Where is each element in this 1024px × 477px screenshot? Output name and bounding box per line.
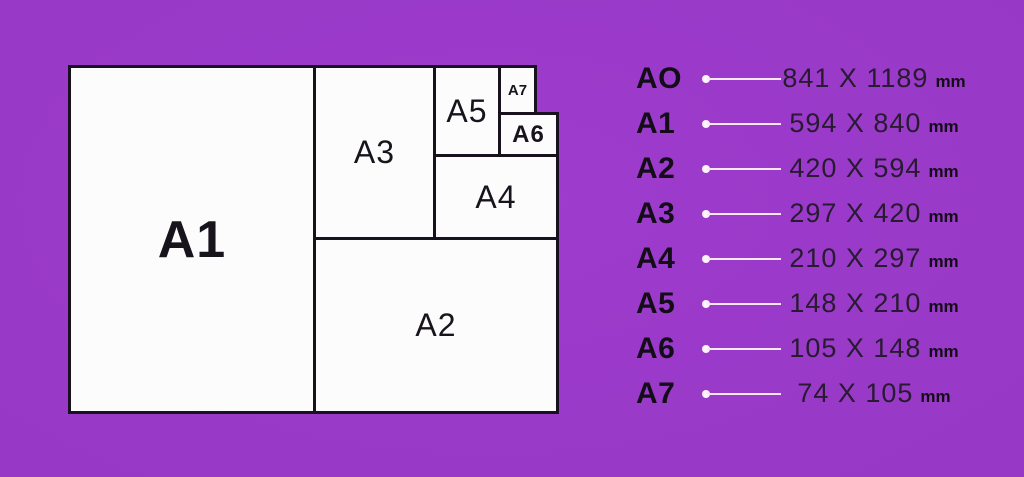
paper-box-a1: A1 [68, 65, 316, 414]
unit-text: mm [920, 387, 951, 406]
leader-rule-icon [707, 167, 781, 170]
paper-label-a2: A2 [415, 307, 457, 343]
paper-box-a4: A4 [433, 154, 559, 240]
legend-row-a3: A3 297 X 420 mm [636, 191, 966, 236]
legend-value-a1: 594 X 840 mm [782, 108, 966, 139]
leader-dot-icon [702, 389, 710, 398]
paper-label-a1: A1 [157, 210, 227, 269]
leader-dot-icon [702, 344, 710, 353]
leader-dot-icon [702, 209, 710, 218]
leader-rule-icon [707, 257, 781, 260]
leader-line-icon [702, 254, 782, 264]
leader-line-icon [702, 209, 782, 219]
dimension-text: 594 X 840 [789, 108, 922, 138]
legend-row-a7: A7 74 X 105 mm [636, 371, 966, 416]
unit-text: mm [928, 297, 959, 316]
leader-dot-icon [702, 74, 710, 83]
leader-rule-icon [707, 77, 781, 80]
leader-rule-icon [707, 122, 781, 125]
dimension-text: 105 X 148 [789, 333, 922, 363]
paper-label-a3: A3 [353, 134, 396, 170]
unit-text: mm [928, 117, 959, 136]
legend-value-a3: 297 X 420 mm [782, 198, 966, 229]
leader-dot-icon [702, 119, 710, 128]
legend-value-a2: 420 X 594 mm [782, 153, 966, 184]
leader-rule-icon [707, 392, 781, 395]
unit-text: mm [928, 252, 959, 271]
legend-value-a0: 841 X 1189 mm [782, 63, 966, 94]
dimension-text: 210 X 297 [789, 243, 922, 273]
unit-text: mm [928, 207, 959, 226]
leader-dot-icon [702, 254, 710, 263]
leader-line-icon [702, 299, 782, 309]
legend-label-a1: A1 [636, 106, 676, 140]
legend-label-a3: A3 [636, 196, 676, 230]
leader-dot-icon [702, 299, 710, 308]
leader-line-icon [702, 74, 782, 84]
legend-value-a4: 210 X 297 mm [782, 243, 966, 274]
leader-line-icon [702, 344, 782, 354]
legend-label-a7: A7 [636, 376, 676, 410]
legend-value-a7: 74 X 105 mm [782, 378, 966, 409]
legend-row-a1: A1 594 X 840 mm [636, 101, 966, 146]
unit-text: mm [928, 342, 959, 361]
paper-label-a7: A7 [507, 81, 528, 99]
dimension-text: 420 X 594 [789, 153, 922, 183]
dimension-text: 74 X 105 [797, 378, 914, 408]
legend-row-a0: AO 841 X 1189 mm [636, 56, 966, 101]
legend-row-a4: A4 210 X 297 mm [636, 236, 966, 281]
unit-text: mm [928, 162, 959, 181]
legend-label-a2: A2 [636, 151, 676, 185]
legend-label-a6: A6 [636, 331, 676, 365]
legend-label-a5: A5 [636, 286, 676, 320]
dimension-text: 841 X 1189 [782, 63, 929, 93]
size-legend: AO 841 X 1189 mm A1 594 X 840 mm A2 420 … [636, 56, 966, 416]
leader-line-icon [702, 389, 782, 399]
dimension-text: 297 X 420 [789, 198, 922, 228]
legend-row-a2: A2 420 X 594 mm [636, 146, 966, 191]
unit-text: mm [935, 72, 966, 91]
paper-box-a2: A2 [313, 237, 559, 414]
legend-value-a6: 105 X 148 mm [782, 333, 966, 364]
leader-line-icon [702, 119, 782, 129]
paper-box-a7: A7 [498, 65, 537, 115]
leader-rule-icon [707, 302, 781, 305]
leader-rule-icon [707, 347, 781, 350]
leader-dot-icon [702, 164, 710, 173]
legend-row-a5: A5 148 X 210 mm [636, 281, 966, 326]
legend-label-a4: A4 [636, 241, 676, 275]
leader-rule-icon [707, 212, 781, 215]
dimension-text: 148 X 210 [789, 288, 922, 318]
paper-box-a6: A6 [498, 112, 559, 157]
paper-label-a6: A6 [512, 120, 545, 148]
paper-box-a5: A5 [433, 65, 501, 157]
paper-label-a4: A4 [475, 178, 517, 215]
leader-line-icon [702, 164, 782, 174]
paper-box-a3: A3 [313, 65, 436, 240]
legend-value-a5: 148 X 210 mm [782, 288, 966, 319]
legend-label-a0: AO [636, 61, 682, 95]
legend-row-a6: A6 105 X 148 mm [636, 326, 966, 371]
paper-label-a5: A5 [446, 92, 488, 129]
